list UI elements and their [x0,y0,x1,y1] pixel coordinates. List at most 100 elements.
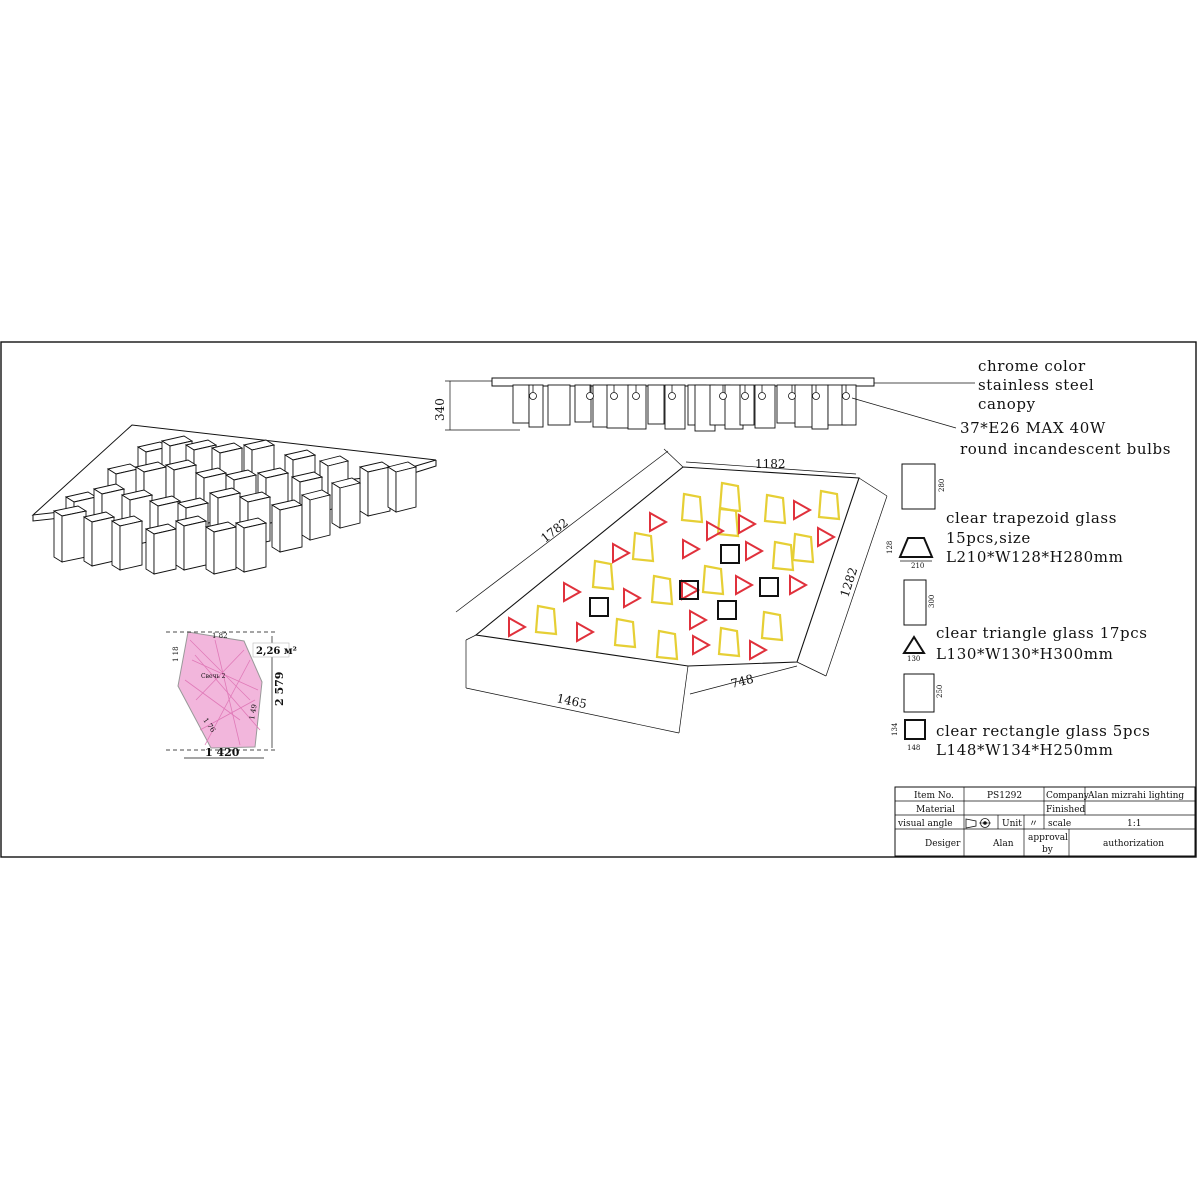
trapezoid-height-dim: 280 [938,479,946,492]
title-block: Item No. PS1292 Company Alan mizrahi lig… [894,786,1196,857]
side-glass-shade [528,384,544,428]
tb-material-label: Material [916,805,955,815]
rectangle-height-dim: 250 [936,685,944,698]
triangle-glass [735,574,755,596]
bulb-icon [610,392,618,400]
triangle-glass [692,634,712,656]
trapezoid-glass [613,617,637,649]
glass-prism-right [339,482,361,529]
bulb-callout-line-1: 37*E26 MAX 40W [960,419,1106,437]
bulb-icon [668,392,676,400]
tb-approval-label-2: by [1042,845,1054,855]
dim-1182: 1182 [755,457,786,471]
triangle-elevation [903,579,927,626]
inset-hatch-line [194,654,261,731]
top-view-outline [474,466,860,667]
glass-prism-right [153,528,177,575]
rectangle-width-dim: 148 [907,744,920,752]
triangle-glass [649,511,669,533]
side-glass-shade [841,384,857,426]
glass-prism-right [395,466,417,513]
trapezoid-glass [650,574,674,606]
trapezoid-glass [655,629,679,661]
bulb-icon [632,392,640,400]
side-glass-shade [811,384,829,430]
rectangle-glass [717,600,737,620]
dim-1282: 1282 [838,566,861,599]
trapezoid-glass [817,489,841,521]
rectangle-legend-line-2: L148*W134*H250mm [936,741,1113,759]
tb-approval-label-1: approval [1028,833,1068,843]
top-view: 1782 1182 1282 1465 748 [455,448,888,734]
trapezoid-glass [771,540,795,572]
side-glass-shade [739,384,755,426]
bulb-icon [529,392,537,400]
glass-prism-right [243,522,267,573]
tb-item-no: PS1292 [987,791,1022,801]
glass-prism-right [91,516,115,567]
tb-company-label: Company [1046,791,1090,801]
side-glass-shade [606,384,632,429]
rectangle-legend-line-1: clear rectangle glass 5pcs [936,722,1150,740]
glass-prism-right [119,520,143,571]
trapezoid-glass [701,564,725,596]
triangle-plan-icon [902,635,926,654]
trapezoid-glass [718,481,742,513]
glass-prism-right [279,504,303,553]
glass-prism-right [183,520,207,571]
triangle-glass [682,538,702,560]
triangle-legend-line-2: L130*W130*H300mm [936,645,1113,663]
triangle-glass [789,574,809,596]
trapezoid-legend-line-2: 15pcs,size [946,529,1031,547]
inset-area: 2,26 м² [256,646,297,657]
triangle-glass [623,587,643,609]
inset-right-dim: 1 49 [248,704,259,721]
triangle-glass [817,526,837,548]
inset-hatch-line [199,699,256,731]
triangle-glass [681,579,701,601]
bulb-icon [586,392,594,400]
dim-1782: 1782 [538,516,571,546]
glass-prism-left [235,522,245,573]
side-height-dim: 340 [433,398,447,421]
inset-hatch-line [204,659,251,746]
tb-item-no-label: Item No. [914,791,954,801]
glass-prism-right [213,526,237,575]
trapezoid-glass [680,492,704,524]
trapezoid-glass [717,626,741,658]
glass-prism-left [205,526,215,575]
inset-hatch-line [189,639,251,701]
triangle-glass [745,540,765,562]
triangle-glass [612,542,632,564]
trapezoid-glass [591,559,615,591]
canopy-callout-line-1: chrome color [978,357,1086,375]
rectangle-glass [679,580,699,600]
rectangle-glass [759,577,779,597]
side-glass-shade [794,384,814,428]
triangle-width-dim: 130 [907,655,920,663]
glass-prism-left [111,520,121,571]
inset-sketch: 2,26 м² 2 579 1 420 Свечь 2 1 82 1 18 1 … [166,631,297,759]
glass-prism-left [83,516,93,567]
glass-prism-left [145,528,155,575]
side-glass-shade [512,384,530,424]
trapezoid-legend-line-1: clear trapezoid glass [946,509,1117,527]
inset-width: 1 420 [205,746,240,759]
side-glass-shade [776,384,798,424]
trapezoid-legend-line-3: L210*W128*H280mm [946,548,1123,566]
side-glass-shade [574,384,592,423]
trapezoid-glass [760,610,784,642]
trapezoid-plan-icon [898,537,934,558]
triangle-glass [706,520,726,542]
bulb-callout-line-2: round incandescent bulbs [960,440,1171,458]
trapezoid-elevation [901,463,936,510]
glass-prism-left [271,504,281,553]
inset-hatch-line [191,659,259,691]
bulb-icon [719,392,727,400]
inset-hatch-line [184,679,241,721]
side-view: 340 chrome color stainless steel canopy … [433,357,1171,458]
bulb-icon [788,392,796,400]
bulb-icon [758,392,766,400]
side-glass-shade [754,384,776,429]
